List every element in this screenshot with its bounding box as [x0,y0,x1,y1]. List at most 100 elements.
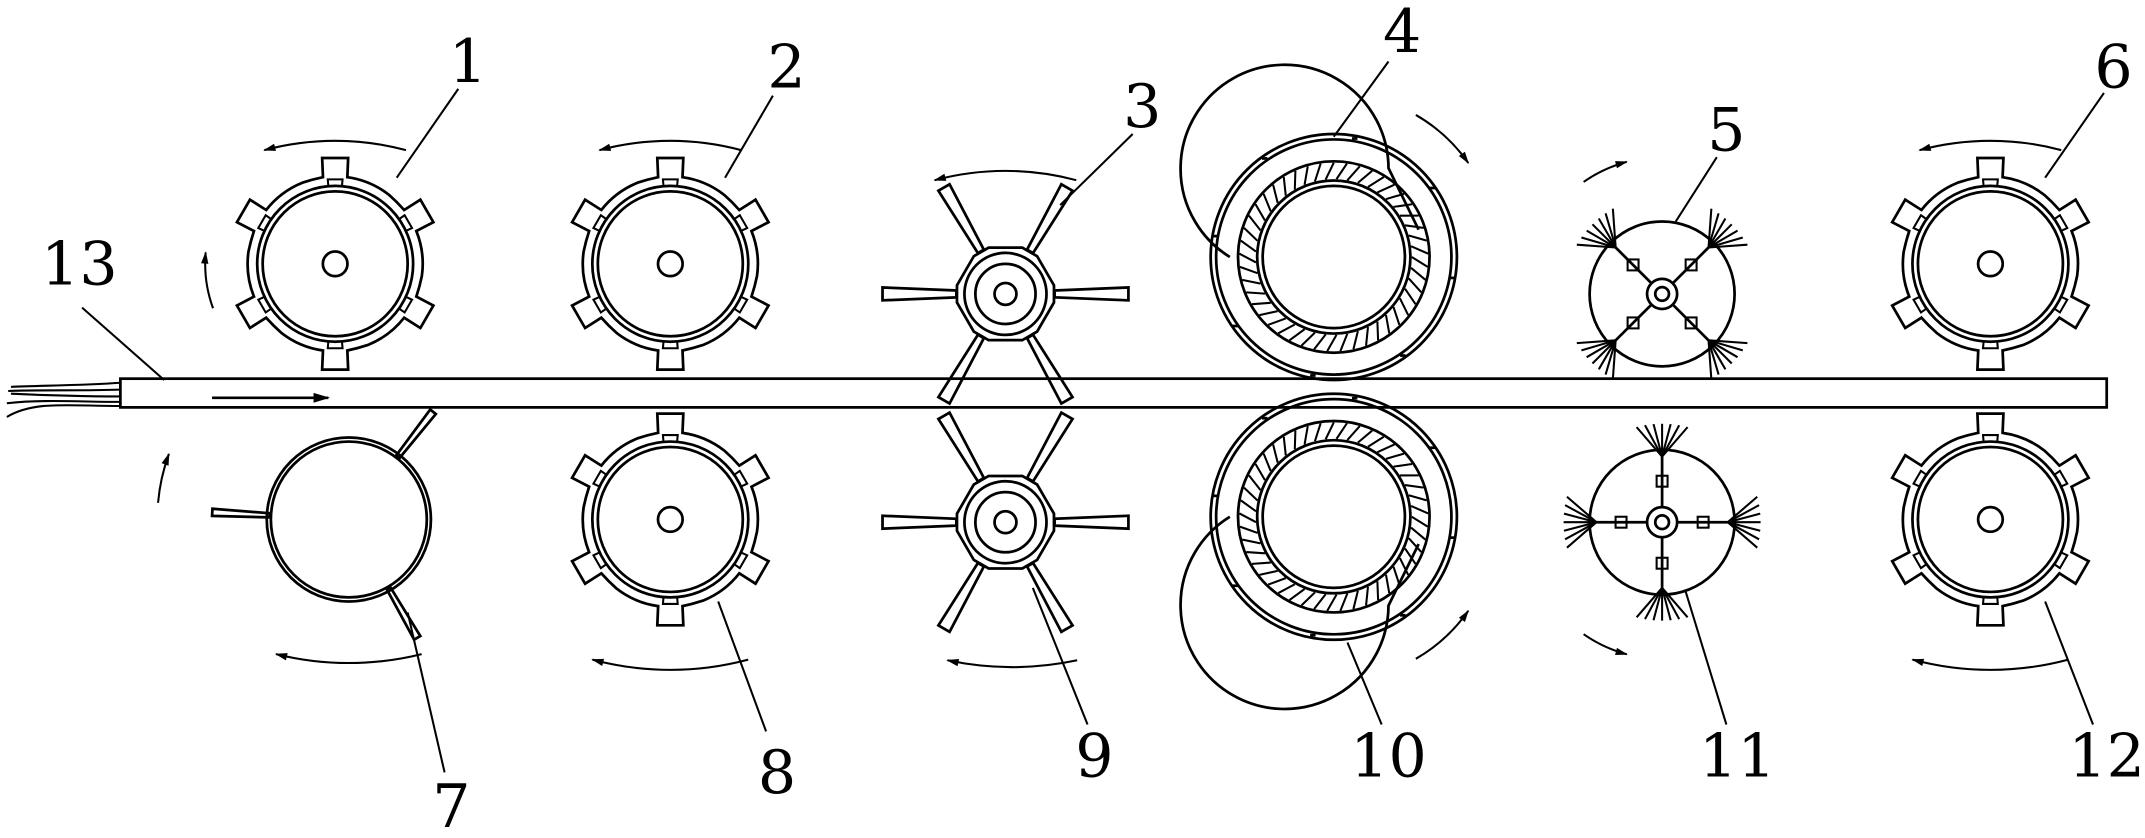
roller-ring [1912,442,2068,598]
hatch-line [1314,594,1325,609]
hatch-line [1394,567,1400,585]
rotation-arrow-icon [205,253,213,309]
hatch-line [1394,464,1413,467]
hatch-line [1241,500,1256,511]
roller-outer [267,437,431,601]
hatch-line [1240,267,1258,273]
hatch-line [1256,204,1265,220]
brush-arm [1673,248,1709,284]
spoke-blade [1027,184,1072,253]
hatched-ring-inner [1257,440,1410,593]
strip-body [120,379,2106,408]
label-11: 11 [1699,722,1776,792]
spoke-blade [938,184,983,253]
label-1: 1 [449,27,487,97]
hatch-line [1244,228,1258,241]
spoke-blade [1027,335,1072,404]
hatch-line [1252,563,1271,564]
hatch-line [1347,426,1359,440]
hatch-line [1327,335,1336,351]
hub-hexagon [957,476,1054,568]
hatch-line [1242,540,1260,544]
scraper-blade [396,410,436,459]
hatch-line [1412,517,1428,527]
roller-1 [237,158,433,370]
hatch-line [1289,589,1304,600]
hatch-line [1353,331,1357,349]
spoke-blade [1027,413,1072,482]
fiber-bundle-icon [7,383,121,417]
hatch-line [1278,584,1294,593]
label-3: 3 [1123,72,1161,142]
spoke-blade [1055,516,1129,529]
hatch-line [1284,177,1286,196]
label-2: 2 [767,33,805,103]
leader-lines [82,62,2104,773]
axle-icon [658,507,683,532]
hatch-line [1239,254,1256,263]
brush-arm [1616,248,1652,284]
hatch-line [1302,592,1315,605]
label-8: 8 [758,738,796,808]
label-5: 5 [1707,95,1745,165]
label-9: 9 [1075,722,1113,792]
axle-icon [1655,287,1669,301]
hatch-line [1405,289,1416,304]
roller-12 [1892,414,2088,626]
hatch-line [1264,454,1271,471]
hatch-line [1326,422,1334,439]
axle-icon [995,283,1017,305]
axle-icon [1655,515,1669,529]
hatch-line [1268,578,1286,584]
rotation-arrow-icon [1913,660,2069,670]
roller-core [598,447,743,592]
hub-ring [1647,279,1677,309]
hatch-line [1305,426,1308,444]
rotation-arrow-icon [600,141,742,150]
hatched-ring-outer [1238,421,1430,612]
label-4: 4 [1383,0,1421,67]
hub-inner [975,264,1035,324]
hatch-line [1337,164,1347,180]
gear-rim [1892,158,2088,370]
label-6: 6 [2094,33,2132,103]
roller-9 [883,413,1129,632]
label-10: 10 [1350,722,1427,792]
roller-core [1918,447,2063,592]
hatch-line [1377,322,1378,341]
hatch-line [1353,591,1357,609]
hatch-line [1289,329,1304,340]
hatch-line [1337,423,1347,439]
hatch-line [1366,587,1368,606]
spoke-blade [938,563,983,632]
hatch-line [1386,575,1389,593]
roller-4 [1181,65,1457,380]
roller-7 [212,410,436,640]
hatch-line [1273,185,1278,203]
hatch-line [1249,475,1261,490]
hatch-line [1314,334,1325,349]
roller-ring [1912,186,2068,342]
spoke-blade [1027,563,1072,632]
hatch-line [1409,236,1427,241]
hatch-line [1412,257,1428,267]
rotation-arrow-icon [1416,611,1468,659]
hatch-line [1340,593,1347,610]
rotation-arrow-icon [158,454,169,503]
roller-11 [1564,424,1761,621]
hatch-line [1358,171,1372,183]
rotation-arrow-icon [592,660,748,670]
hatch-line [1405,225,1424,228]
hatch-line [1240,527,1258,533]
brush-arm [1673,305,1709,341]
hatch-line [1386,315,1389,333]
hatch-line [1241,241,1256,252]
hatch-line [1411,528,1425,540]
hatch-line [1377,444,1394,452]
spoke-blade [938,413,983,482]
spiral-guide [1181,517,1419,709]
hatch-line [1259,311,1277,315]
hub-hexagon [957,248,1054,340]
